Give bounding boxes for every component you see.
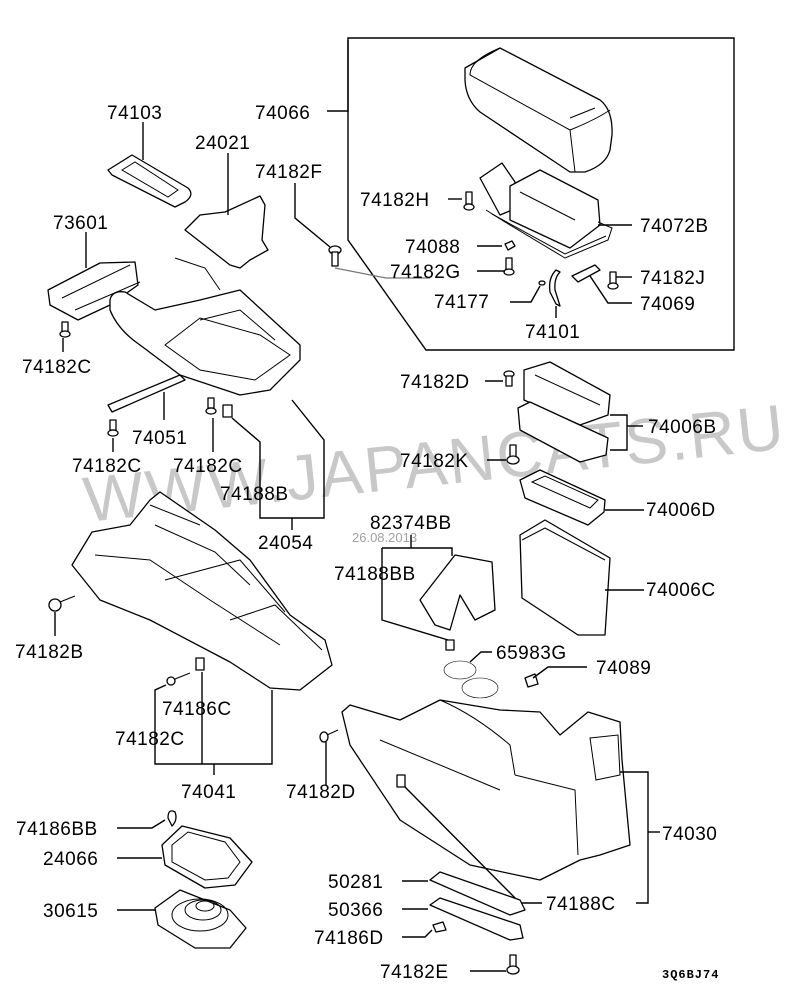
label-74101: 74101: [525, 322, 580, 343]
label-74182C-b: 74182C: [72, 456, 142, 477]
part-clip-74188BB[interactable]: [445, 639, 455, 651]
part-screw-74182G[interactable]: [503, 257, 515, 276]
label-74177: 74177: [434, 292, 489, 313]
diagram-code: 3Q6BJ74: [662, 968, 719, 982]
label-74069: 74069: [640, 294, 695, 315]
label-74182H: 74182H: [360, 190, 430, 211]
part-ring-24066[interactable]: [161, 825, 253, 889]
part-screw-74182C-c[interactable]: [205, 397, 217, 415]
part-clip-74188B[interactable]: [222, 404, 233, 418]
label-65983G: 65983G: [496, 643, 567, 664]
part-boot-30615[interactable]: [154, 889, 247, 949]
part-screw-74182C-a[interactable]: [59, 321, 71, 338]
part-shift-panel[interactable]: [109, 257, 301, 396]
label-74182G: 74182G: [390, 262, 461, 283]
part-latch-74069[interactable]: [571, 264, 601, 283]
label-74188C: 74188C: [546, 894, 616, 915]
label-74072B: 74072B: [640, 216, 709, 237]
label-74089: 74089: [596, 658, 651, 679]
label-74182D-a: 74182D: [400, 372, 470, 393]
part-clip-74188C[interactable]: [396, 774, 406, 788]
part-screw-74182C-b[interactable]: [107, 419, 119, 437]
part-screw-74182K[interactable]: [506, 444, 520, 465]
label-50366: 50366: [328, 900, 383, 921]
label-74103: 74103: [107, 103, 162, 124]
part-mesh-65983G[interactable]: [443, 660, 499, 699]
part-strip-74051[interactable]: [107, 374, 186, 413]
label-74182B: 74182B: [15, 642, 84, 663]
label-74066: 74066: [255, 103, 310, 124]
label-24021: 24021: [195, 133, 250, 154]
part-screw-74182D-b[interactable]: [319, 729, 339, 743]
part-armrest-base[interactable]: [479, 162, 613, 259]
label-24054: 24054: [258, 533, 313, 554]
label-74088: 74088: [405, 237, 460, 258]
label-74051: 74051: [132, 428, 187, 449]
armrest-group-box: [347, 37, 735, 351]
label-74188BB: 74188BB: [334, 564, 416, 585]
part-bracket-82374BB[interactable]: [419, 554, 496, 631]
label-74030: 74030: [662, 824, 717, 845]
label-74182E: 74182E: [380, 962, 449, 983]
part-clip-74186D[interactable]: [432, 921, 447, 933]
part-armrest-lid[interactable]: [464, 47, 613, 173]
part-plate-50281[interactable]: [429, 871, 526, 916]
label-74186D: 74186D: [314, 928, 384, 949]
part-pin-74177[interactable]: [538, 280, 546, 286]
label-74182K: 74182K: [400, 451, 469, 472]
part-screw-74182D-a[interactable]: [503, 370, 515, 387]
label-74182C-a: 74182C: [22, 357, 92, 378]
part-plate-50366[interactable]: [429, 897, 524, 941]
label-74182J: 74182J: [640, 268, 705, 289]
part-lever-74101[interactable]: [548, 269, 561, 307]
label-74188B: 74188B: [220, 484, 289, 505]
part-shift-boot[interactable]: [184, 195, 269, 269]
part-screw-74182C-d[interactable]: [166, 672, 191, 686]
label-74186C: 74186C: [162, 699, 232, 720]
label-74182D-b: 74182D: [286, 782, 356, 803]
part-screw-74182F[interactable]: [328, 245, 342, 267]
label-74182C-c: 74182C: [173, 456, 243, 477]
label-73601: 73601: [53, 213, 108, 234]
label-74182C-d: 74182C: [115, 729, 185, 750]
date-stamp: 26.08.2013: [352, 530, 417, 545]
part-insert-74006D[interactable]: [519, 469, 606, 526]
label-30615: 30615: [43, 901, 98, 922]
label-82374BB: 82374BB: [370, 513, 452, 534]
label-74006D: 74006D: [646, 500, 716, 521]
part-screw-74182J[interactable]: [607, 271, 619, 290]
part-screw-74182H[interactable]: [463, 191, 475, 211]
part-screw-74182B[interactable]: [48, 595, 76, 612]
label-50281: 50281: [328, 872, 383, 893]
label-24066: 24066: [43, 849, 98, 870]
part-clip-74186C[interactable]: [195, 657, 205, 671]
part-lower-console-74041[interactable]: [71, 491, 333, 691]
part-pocket-73601[interactable]: [47, 261, 141, 321]
part-main-console-74030[interactable]: [341, 699, 631, 881]
part-nut-74186BB[interactable]: [167, 810, 177, 827]
part-clip-74088[interactable]: [504, 240, 516, 251]
part-tray-74006B[interactable]: [517, 361, 611, 463]
label-74041: 74041: [181, 782, 236, 803]
label-74006C: 74006C: [646, 580, 716, 601]
part-bin-74006C[interactable]: [519, 519, 611, 636]
label-74182F: 74182F: [255, 162, 322, 183]
label-74186BB: 74186BB: [16, 819, 98, 840]
part-screw-74182E[interactable]: [506, 954, 520, 975]
label-74006B: 74006B: [648, 417, 717, 438]
part-cup-holder-lid[interactable]: [107, 154, 192, 208]
